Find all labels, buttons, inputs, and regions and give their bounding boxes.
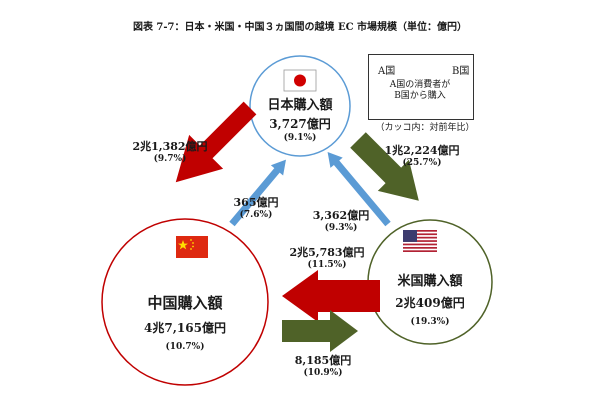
arrow-china-to-usa <box>282 310 358 352</box>
china-rate: (10.7%) <box>165 342 205 352</box>
usa-label: 米国購入額 <box>397 274 463 289</box>
japan-flag-icon <box>283 69 317 92</box>
usa-node: 米国購入額 2兆409億円 (19.3%) <box>375 270 485 327</box>
usa-rate: (19.3%) <box>410 317 450 327</box>
arrow-usa-to-japan <box>327 151 391 227</box>
legend-box <box>368 54 474 120</box>
japan-rate: (9.1%) <box>283 133 317 143</box>
china-circle <box>101 218 269 386</box>
legend-note-line1: A国の消費者が <box>389 80 451 90</box>
china-flag-icon <box>176 236 208 258</box>
flow-value: 1兆2,224億円 <box>384 144 460 157</box>
arrow-usa-to-china <box>282 270 380 322</box>
flow-value: 8,185億円 <box>294 354 352 367</box>
japan-label: 日本購入額 <box>267 98 333 113</box>
japan-value: 3,727億円 <box>269 117 331 131</box>
legend-parenthesis-note: （カッコ内：対前年比） <box>375 123 475 133</box>
flow-label-japan-from-usa: 3,362億円 (9.3%) <box>306 207 376 233</box>
flow-rate: (11.5%) <box>307 260 347 270</box>
usa-flag-icon <box>403 230 437 252</box>
legend-country-a: A国 <box>378 66 396 77</box>
figure-title: 図表 7-7：日本・米国・中国３ヵ国間の越境 EC 市場規模（単位：億円） <box>132 22 468 33</box>
flow-rate: (10.9%) <box>303 368 343 378</box>
flow-label-china-from-japan: 2兆1,382億円 (9.7%) <box>120 138 220 164</box>
flow-rate: (7.6%) <box>239 210 273 220</box>
flow-rate: (25.7%) <box>402 158 442 168</box>
flow-label-usa-from-japan: 1兆2,224億円 (25.7%) <box>372 142 472 168</box>
china-label: 中国購入額 <box>147 294 223 312</box>
arrow-japan-to-usa <box>350 132 419 201</box>
legend-note-line2: B国から購入 <box>394 91 446 101</box>
flow-value: 365億円 <box>233 196 279 209</box>
arrow-japan-to-china <box>175 101 257 183</box>
china-node: 中国購入額 4兆7,165億円 (10.7%) <box>110 292 260 352</box>
flow-value: 2兆1,382億円 <box>132 140 208 153</box>
flow-label-japan-from-china: 365億円 (7.6%) <box>226 194 286 220</box>
flow-value: 3,362億円 <box>312 209 370 222</box>
arrow-china-to-japan <box>229 159 286 227</box>
japan-circle <box>249 55 351 157</box>
flow-label-usa-from-china: 8,185億円 (10.9%) <box>288 352 358 378</box>
china-value: 4兆7,165億円 <box>144 321 226 335</box>
flow-label-china-from-usa: 2兆5,783億円 (11.5%) <box>282 244 372 270</box>
usa-value: 2兆409億円 <box>395 296 465 310</box>
japan-node: 日本購入額 3,727億円 (9.1%) <box>250 52 350 143</box>
legend-country-b: B国 <box>452 66 470 77</box>
flow-rate: (9.7%) <box>153 154 187 164</box>
flow-rate: (9.3%) <box>324 223 358 233</box>
legend-note: A国の消費者が B国から購入 <box>368 80 472 102</box>
flow-value: 2兆5,783億円 <box>289 246 365 259</box>
